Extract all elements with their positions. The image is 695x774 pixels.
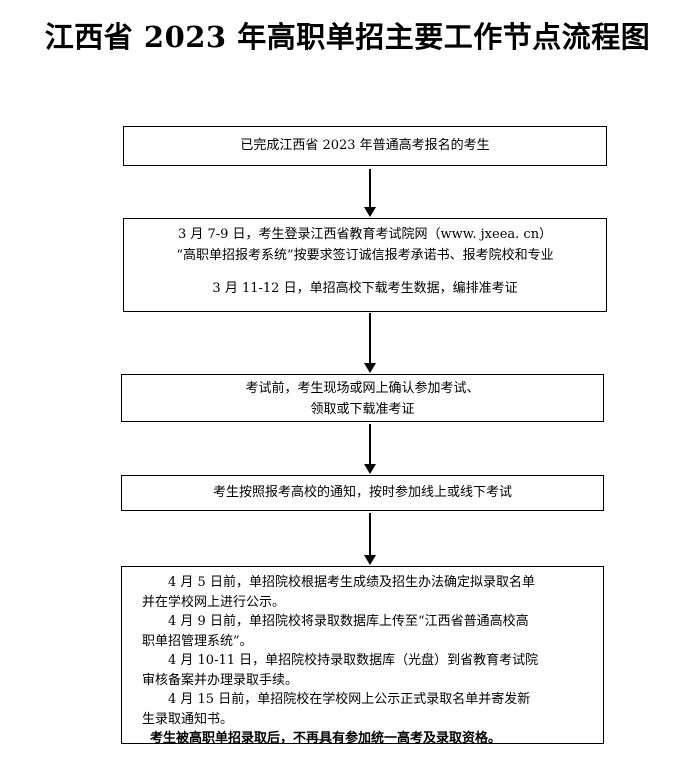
step-text: 3 月 11-12 日，单招高校下载考生数据，编排准考证 bbox=[212, 281, 518, 296]
step-text: “高职单招报考系统”按要求签订诚信报考承诺书、报考院校和专业 bbox=[176, 248, 554, 263]
step-text: 4 月 15 日前，单招院校在学校网上公示正式录取名单并寄发新 bbox=[168, 692, 531, 707]
step-text: 已完成江西省 2023 年普通高考报名的考生 bbox=[240, 138, 490, 153]
step-text: 3 月 7-9 日，考生登录江西省教育考试院网（www. jxeea. cn） bbox=[177, 227, 553, 242]
page-title: 江西省 2023 年高职单招主要工作节点流程图 bbox=[44, 20, 651, 54]
step-text: 职单招管理系统”。 bbox=[142, 633, 253, 649]
step-box-admission: 4 月 5 日前，单招院校根据考生成绩及招生办法确定拟录取名单 并在学校网上进行… bbox=[121, 566, 604, 746]
flow-arrow bbox=[364, 313, 376, 373]
step-box-confirm: 考试前，考生现场或网上确认参加考试、 领取或下载准考证 bbox=[121, 374, 604, 422]
step-text: 考生按照报考高校的通知，按时参加线上或线下考试 bbox=[212, 485, 512, 500]
step-box-apply: 3 月 7-9 日，考生登录江西省教育考试院网（www. jxeea. cn） … bbox=[123, 218, 607, 312]
step-text: 4 月 10-11 日，单招院校持录取数据库（光盘）到省教育考试院 bbox=[168, 653, 539, 668]
step-text: 领取或下载准考证 bbox=[310, 402, 415, 417]
flow-arrow bbox=[364, 424, 376, 474]
step-box-registration: 已完成江西省 2023 年普通高考报名的考生 bbox=[123, 126, 607, 166]
step-text: 4 月 5 日前，单招院校根据考生成绩及招生办法确定拟录取名单 bbox=[168, 575, 535, 590]
step-text: 并在学校网上进行公示。 bbox=[142, 594, 286, 610]
flow-arrow bbox=[364, 513, 376, 565]
step-text: 4 月 9 日前，单招院校将录取数据库上传至“江西省普通高校高 bbox=[168, 614, 529, 629]
step-text: 生录取通知书。 bbox=[142, 711, 234, 727]
step-box-exam: 考生按照报考高校的通知，按时参加线上或线下考试 bbox=[121, 475, 604, 511]
step-text: 审核备案并办理录取手续。 bbox=[142, 672, 299, 688]
flow-arrow bbox=[364, 169, 376, 217]
admission-notice: 考生被高职单招录取后，不再具有参加统一高考及录取资格。 bbox=[150, 731, 502, 746]
step-text: 考试前，考生现场或网上确认参加考试、 bbox=[245, 381, 480, 396]
